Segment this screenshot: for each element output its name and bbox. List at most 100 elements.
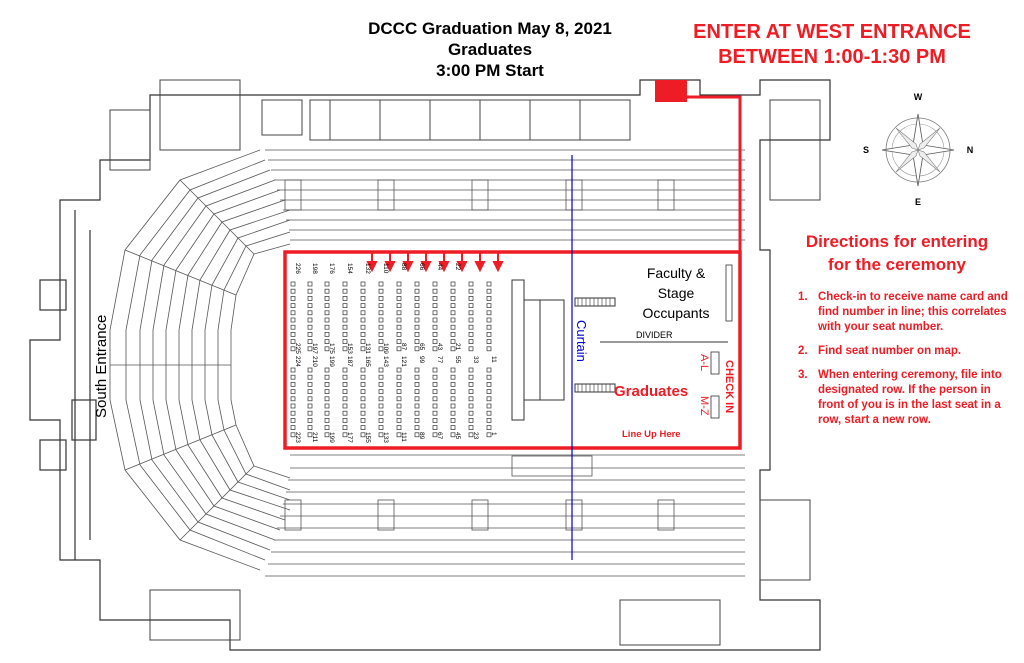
seat [486, 339, 492, 344]
seat [414, 396, 420, 402]
seat [307, 396, 313, 402]
seat [290, 332, 296, 337]
seat [324, 374, 330, 380]
seat [378, 303, 384, 308]
directions-list: 1.Check-in to receive name card and find… [798, 290, 1020, 437]
seat [450, 310, 456, 316]
seat [432, 389, 438, 394]
seat [396, 332, 402, 337]
seat [324, 317, 330, 323]
seat [450, 346, 456, 352]
seat [290, 317, 296, 323]
seat-number-label: 66 [418, 263, 425, 271]
seat [360, 367, 366, 373]
seat [432, 317, 438, 323]
seat [396, 425, 402, 430]
seat [450, 317, 456, 323]
seat [396, 303, 402, 308]
seat [414, 367, 420, 373]
seat-number-label: 153 [346, 343, 353, 354]
seat [290, 288, 296, 294]
seat [414, 296, 420, 301]
seat [360, 303, 366, 308]
seat [307, 332, 313, 337]
seat [342, 346, 348, 352]
south-entrance-label: South Entrance [93, 315, 110, 418]
graduate-floor-area [283, 250, 742, 450]
step-number: 2. [798, 345, 808, 357]
seat [342, 374, 348, 380]
divider-label: DIVIDER [636, 330, 673, 340]
seat [414, 374, 420, 380]
seat [360, 403, 366, 409]
seat [414, 382, 420, 387]
seat [290, 346, 296, 352]
compass-north: N [967, 145, 974, 155]
event-title: DCCC Graduation May 8, 2021 Graduates 3:… [300, 18, 680, 81]
seat [450, 367, 456, 373]
seat [360, 317, 366, 323]
seat [360, 310, 366, 316]
seat [396, 339, 402, 344]
seat [378, 382, 384, 387]
seat [396, 296, 402, 301]
seat [324, 288, 330, 294]
seat-number-label: 155 [364, 432, 371, 443]
seat [324, 296, 330, 301]
seat-number-label: 55 [454, 356, 461, 364]
seat [486, 346, 492, 352]
seat [486, 418, 492, 423]
seat [432, 310, 438, 316]
seat [396, 317, 402, 323]
seat-number-label: 132 [364, 263, 371, 274]
event-title-line-3: 3:00 PM Start [436, 61, 544, 80]
seat [432, 374, 438, 380]
seat [307, 346, 313, 352]
curtain-label: Curtain [574, 320, 589, 362]
seat [324, 403, 330, 409]
seat [360, 332, 366, 337]
seat [486, 367, 492, 373]
seat [432, 425, 438, 430]
seat [290, 389, 296, 394]
seat [290, 281, 296, 287]
compass-rose-icon [881, 113, 955, 187]
seat-number-label: 111 [400, 432, 407, 442]
seat [414, 310, 420, 316]
seat-number-label: 1 [490, 432, 497, 436]
seat [324, 303, 330, 308]
directions-step: 3.When entering ceremony, file into desi… [798, 368, 1020, 428]
seat [432, 367, 438, 373]
seat [342, 410, 348, 416]
seat [307, 324, 313, 330]
seat [468, 339, 474, 344]
seat [290, 296, 296, 301]
seat [342, 324, 348, 330]
seat [378, 396, 384, 402]
seat [396, 396, 402, 402]
seat [360, 339, 366, 344]
compass-south: S [863, 145, 869, 155]
check-in-a-l-label: A-L [698, 354, 710, 371]
seat [360, 288, 366, 294]
seat [414, 418, 420, 423]
seat [396, 382, 402, 387]
seat [450, 303, 456, 308]
seat-number-label: 121 [400, 356, 407, 367]
seat [450, 281, 456, 287]
seat [486, 432, 492, 438]
seat [307, 403, 313, 409]
seat [342, 296, 348, 301]
seat [290, 418, 296, 423]
entrance-notice-line-2: BETWEEN 1:00-1:30 PM [718, 46, 946, 68]
seat [307, 410, 313, 416]
seat [342, 432, 348, 438]
seat [324, 367, 330, 373]
seat [450, 288, 456, 294]
seat [450, 296, 456, 301]
seat [360, 324, 366, 330]
seat-number-label: 33 [472, 356, 479, 364]
seat [360, 296, 366, 301]
seat [468, 396, 474, 402]
seat [486, 410, 492, 416]
